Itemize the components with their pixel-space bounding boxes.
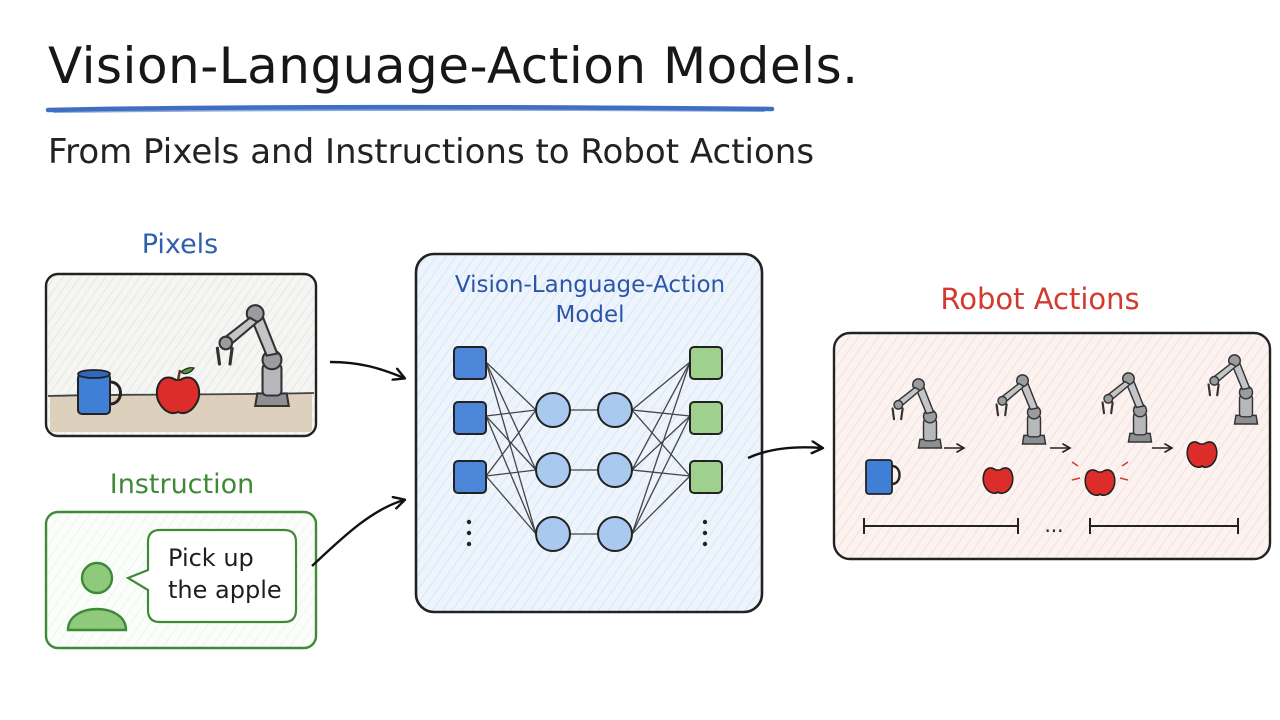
action-timeline [863, 518, 1239, 534]
action-step-4 [1186, 353, 1259, 468]
page-title: Vision-Language-Action Models. [48, 37, 859, 95]
pixels-panel [44, 272, 318, 438]
model-title: Vision-Language-Action Model [420, 270, 760, 330]
arrow-icon [329, 360, 404, 378]
input-node [453, 401, 487, 435]
timeline-ellipsis: ... [1044, 513, 1063, 537]
hidden-node [535, 392, 571, 428]
model-title-line-1: Vision-Language-Action [454, 272, 726, 298]
output-node [689, 401, 723, 435]
title-underline [45, 104, 775, 113]
instruction-label: Instruction [109, 469, 255, 500]
action-step-1 [865, 377, 943, 495]
hidden-node [535, 452, 571, 488]
input-node [453, 346, 487, 380]
apple-icon [155, 367, 201, 414]
pixels-label: Pixels [141, 229, 219, 260]
output-node [689, 460, 723, 494]
input-ellipsis [466, 519, 472, 547]
action-step-3 [1071, 371, 1153, 496]
input-node [453, 460, 487, 494]
hidden-node [597, 516, 633, 552]
robot-actions-label: Robot Actions [940, 282, 1140, 316]
neural-network [453, 346, 723, 552]
arrow-icon [747, 447, 822, 460]
instruction-panel [44, 510, 318, 650]
page-subtitle: From Pixels and Instructions to Robot Ac… [48, 132, 815, 172]
model-panel [414, 252, 764, 614]
model-title-line-2: Model [555, 302, 625, 328]
hidden-node [597, 392, 633, 428]
hidden-node [535, 516, 571, 552]
actions-panel: ... [832, 331, 1272, 561]
instruction-text-line-2: the apple [168, 576, 282, 604]
hidden-node [597, 452, 633, 488]
output-node [689, 346, 723, 380]
arrow-icon [311, 500, 404, 567]
instruction-text-line-1: Pick up [168, 544, 254, 572]
output-ellipsis [702, 519, 708, 547]
speech-bubble [125, 528, 298, 624]
person-icon [66, 561, 128, 632]
mug-icon [77, 369, 122, 415]
action-step-2 [982, 373, 1047, 494]
